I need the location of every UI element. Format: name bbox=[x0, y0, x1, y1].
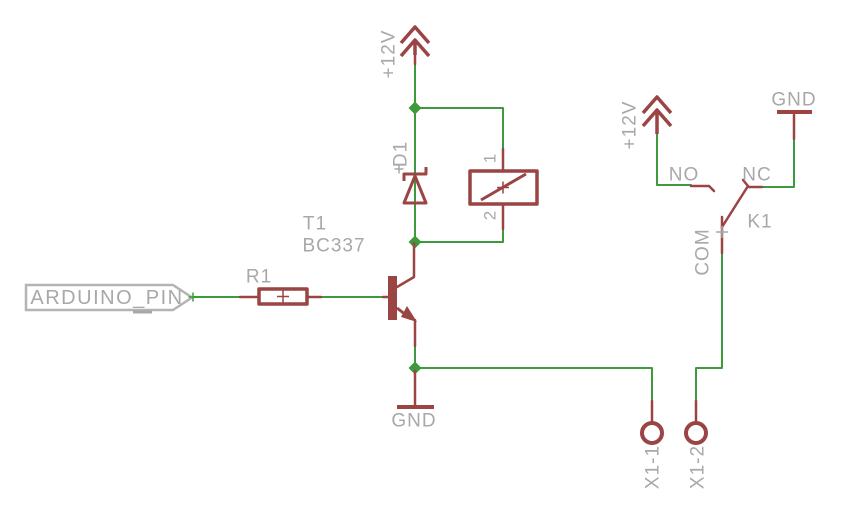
relay-coil-cross bbox=[497, 181, 509, 194]
contact-nc-label: NC bbox=[742, 164, 772, 186]
wire-top-to-coil bbox=[414, 107, 504, 151]
transistor-ref-label: T1 bbox=[302, 213, 328, 235]
net-flag-symbol bbox=[24, 283, 198, 314]
net-flag-outline bbox=[24, 283, 195, 312]
relay-coil-body bbox=[468, 169, 539, 206]
pad2-circle bbox=[684, 421, 708, 445]
supply-arrow-right-icon bbox=[641, 95, 673, 134]
transistor-emitter-arrow-icon bbox=[401, 306, 417, 322]
coil-pin2-label: 2 bbox=[480, 209, 500, 221]
transistor-symbol bbox=[388, 276, 417, 322]
resistor-symbol bbox=[257, 287, 309, 306]
pad2-label: X1-2 bbox=[687, 444, 709, 490]
relay-origin-cross bbox=[716, 226, 728, 238]
junction-top bbox=[408, 101, 422, 115]
contact-no-label: NO bbox=[668, 164, 700, 186]
wire-nc-to-gnd bbox=[761, 137, 795, 188]
net-wires bbox=[192, 62, 795, 402]
wire-com-to-pad2 bbox=[695, 251, 723, 402]
supply-label-right: +12V bbox=[619, 100, 641, 150]
pad1-label: X1-1 bbox=[642, 444, 664, 490]
wire-coil-to-collector bbox=[414, 227, 504, 243]
t1-collector-pin bbox=[395, 241, 416, 289]
coil-pin1-label: 1 bbox=[480, 152, 500, 164]
diode-symbol bbox=[394, 164, 428, 205]
transistor-base-bar bbox=[388, 276, 397, 320]
supply-label-top: +12V bbox=[378, 29, 400, 79]
wire-gnd-to-pad1 bbox=[414, 367, 653, 402]
diode-ref-label: D1 bbox=[390, 140, 412, 168]
pad1-circle bbox=[640, 421, 664, 445]
net-flag-pin-cross bbox=[188, 292, 198, 302]
no-contact-stub bbox=[689, 184, 716, 193]
diode-anode-triangle bbox=[402, 174, 428, 205]
gnd-label-right: GND bbox=[771, 89, 817, 111]
relay-armature bbox=[720, 178, 750, 229]
diode-origin-cross bbox=[394, 164, 404, 174]
supply-arrow-icon bbox=[399, 25, 431, 58]
relay-ref-label: K1 bbox=[747, 211, 773, 233]
transistor-value-label: BC337 bbox=[302, 235, 366, 257]
wire-supply2-to-no bbox=[656, 132, 692, 186]
gnd-label-bottom: GND bbox=[391, 410, 437, 432]
relay-coil-symbol bbox=[468, 169, 539, 206]
junction-dots bbox=[408, 101, 422, 375]
contact-com-label: COM bbox=[692, 228, 714, 276]
resistor-origin-cross bbox=[277, 290, 289, 303]
resistor-ref-label: R1 bbox=[245, 266, 273, 288]
junction-emitter bbox=[408, 361, 422, 375]
component-leads bbox=[238, 52, 796, 425]
net-flag-label: ARDUINO_PIN bbox=[30, 287, 184, 309]
diode-cathode-bar bbox=[402, 167, 428, 181]
junction-collector bbox=[408, 235, 422, 249]
